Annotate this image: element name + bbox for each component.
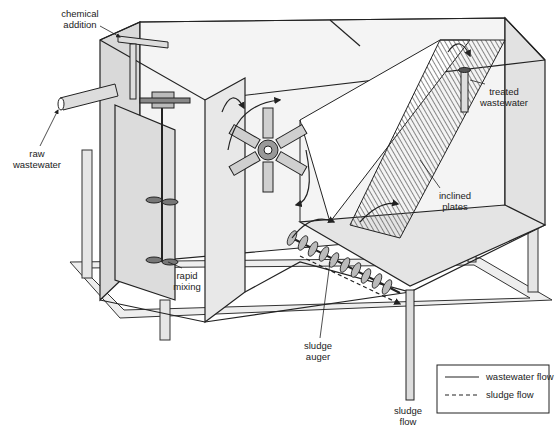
legend-text: sludge flow [486, 389, 534, 400]
wastewater-flow-arrow [448, 44, 470, 56]
trough-divider [330, 20, 360, 46]
auger-flight [359, 267, 373, 284]
tank-right-wall [505, 18, 545, 230]
pipes [58, 36, 471, 400]
paddle [229, 152, 260, 176]
wastewater-flow-arrow [296, 150, 309, 205]
part-label: inclined plates [432, 190, 478, 212]
legend-entry: wastewater flow [444, 371, 554, 382]
auger-flight [380, 278, 394, 295]
tank-bottom-edge [205, 292, 410, 322]
outlet-opening [459, 68, 471, 73]
wastewater-flow-arrow [222, 98, 244, 112]
sludge-flow-arrow [300, 256, 400, 304]
part-label: raw wastewater [8, 148, 66, 170]
part-label: sludge flow [388, 405, 428, 427]
mixer-mount [140, 98, 190, 103]
legend-sample [444, 391, 480, 399]
impeller-blade [162, 199, 178, 205]
legend-sample [444, 373, 480, 381]
tank-bottom-edge [100, 300, 205, 322]
impeller-blade [162, 259, 178, 265]
paddle [276, 152, 307, 176]
sludge-auger [285, 229, 400, 295]
mixer-shaft [161, 108, 163, 262]
paddle [229, 125, 260, 149]
part-label: sludge auger [296, 340, 340, 362]
auger-shaft [290, 237, 400, 293]
support-leg [160, 300, 170, 340]
rapid-mixer [140, 92, 190, 265]
legend-entry: sludge flow [444, 389, 534, 400]
part-label: rapid mixing [168, 270, 206, 292]
auger-flight [338, 256, 352, 273]
auger-flight [349, 261, 363, 278]
wastewater-flow-arrow [292, 219, 334, 238]
legend-line [445, 376, 479, 377]
paddle [263, 162, 273, 192]
tank [100, 18, 545, 322]
leader-line [168, 262, 182, 268]
auger-flight [317, 245, 331, 262]
part-label: chemical addition [55, 8, 105, 30]
impeller-blade [146, 197, 162, 203]
leader-line [420, 160, 440, 188]
raw-wastewater-pipe [60, 84, 118, 110]
paddle-flocculator [229, 108, 307, 192]
paddle [263, 108, 273, 138]
paddle-axle [264, 146, 272, 154]
auger-flight [296, 234, 310, 251]
inclined-plates-hatch [350, 40, 505, 238]
paddle [276, 125, 307, 149]
part-label: treated wastewater [474, 86, 534, 108]
sludge-hopper [300, 205, 545, 286]
legend-line [445, 394, 479, 395]
auger-flight [306, 240, 320, 257]
divider-wall [205, 78, 245, 322]
leader-lines [40, 26, 485, 338]
sludge-outlet-pipe [406, 290, 414, 400]
treated-outlet-pipe [461, 70, 468, 112]
auger-flight [370, 272, 384, 289]
chemical-pipe [118, 36, 168, 48]
impeller-blade [146, 257, 162, 263]
wastewater-flow-arrow [360, 203, 398, 222]
tank-top-rim [140, 18, 505, 22]
support-leg [82, 150, 92, 278]
leader-line [40, 110, 58, 146]
leader-line [100, 26, 120, 37]
leader-line [320, 262, 330, 338]
chemical-pipe-drop [130, 44, 136, 99]
paddle-hub [258, 140, 278, 160]
flow-arrows [222, 44, 470, 304]
inclined-plate-pack [300, 40, 505, 238]
pipe-opening [58, 98, 64, 110]
wastewater-flow-arrow [228, 100, 280, 150]
legend-text: wastewater flow [486, 371, 554, 382]
leader-line [470, 80, 485, 84]
tank-top-rim [505, 18, 545, 60]
